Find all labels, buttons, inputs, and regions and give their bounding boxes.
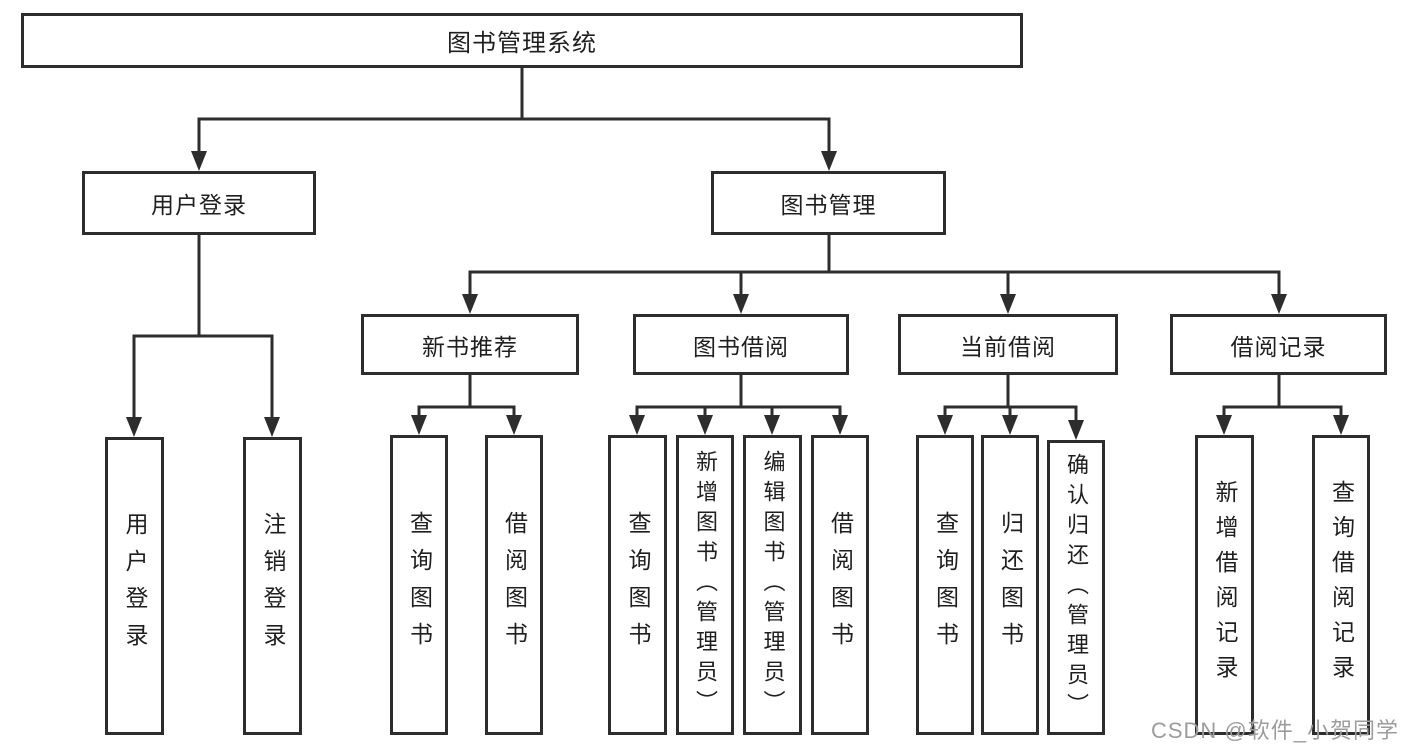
leaf-label: 确认归还（管理员） (1064, 452, 1089, 723)
leaf-query-books-current: 查询图书 (916, 435, 974, 735)
node-book-borrowing: 图书借阅 (633, 314, 849, 375)
arrowhead (506, 415, 522, 435)
leaf-label: 借阅图书 (827, 511, 854, 659)
leaf-edit-book-admin: 编辑图书（管理员） (743, 435, 802, 735)
arrowhead (1216, 415, 1232, 435)
leaf-logout: 注销登录 (243, 437, 302, 735)
leaf-query-books-borrowing: 查询图书 (608, 435, 667, 735)
leaf-query-borrow-record: 查询借阅记录 (1312, 435, 1370, 735)
arrowhead (1002, 415, 1018, 435)
leaf-borrow-books-recommend: 借阅图书 (485, 435, 543, 735)
leaf-label: 新增借阅记录 (1212, 480, 1238, 690)
leaf-return-books: 归还图书 (981, 435, 1039, 735)
arrowhead (733, 294, 749, 314)
leaf-label: 查询图书 (625, 511, 651, 659)
connector-newbooks-to-leaves (417, 375, 516, 418)
node-label: 用户登录 (151, 192, 247, 218)
node-label: 借阅记录 (1230, 333, 1327, 360)
node-label: 图书管理系统 (447, 30, 597, 57)
node-new-book-recommendation: 新书推荐 (361, 314, 579, 375)
connector-borrowing-to-leaves (635, 375, 842, 418)
leaf-label: 注销登录 (260, 512, 286, 660)
connector-root-to-level2 (197, 68, 831, 153)
leaf-user-login: 用户登录 (105, 437, 164, 735)
arrowhead (764, 415, 780, 435)
arrowhead (697, 415, 713, 435)
arrowhead (1271, 294, 1287, 314)
leaf-add-book-admin: 新增图书（管理员） (676, 435, 734, 735)
arrowhead (411, 415, 427, 435)
leaf-label: 借阅图书 (501, 511, 528, 659)
node-borrowing-records: 借阅记录 (1170, 314, 1387, 375)
arrowhead (821, 151, 837, 171)
csdn-watermark: CSDN @软件_小贺同学 (1150, 718, 1399, 743)
connector-userlogin-to-leaves (132, 235, 274, 419)
node-library-management-system: 图书管理系统 (21, 13, 1023, 68)
arrowhead (264, 417, 280, 437)
leaf-label: 查询图书 (932, 511, 959, 659)
arrowhead (462, 294, 478, 314)
leaf-confirm-return-admin: 确认归还（管理员） (1047, 440, 1105, 735)
arrowhead (191, 151, 207, 171)
node-current-borrowing: 当前借阅 (898, 314, 1118, 375)
leaf-label: 查询借阅记录 (1328, 480, 1355, 690)
node-label: 图书借阅 (693, 333, 789, 360)
node-label: 图书管理 (780, 192, 877, 218)
leaf-label: 新增图书（管理员） (693, 450, 718, 720)
arrowhead (937, 415, 953, 435)
arrowhead (832, 415, 848, 435)
leaf-borrow-books: 借阅图书 (811, 435, 869, 735)
node-label: 当前借阅 (960, 333, 1056, 360)
leaf-label: 编辑图书（管理员） (760, 450, 786, 720)
connector-bookmgmt-to-level3 (468, 235, 1281, 297)
leaf-query-books-recommend: 查询图书 (390, 435, 448, 735)
arrowhead (1000, 294, 1016, 314)
node-user-login: 用户登录 (82, 171, 316, 235)
node-book-management: 图书管理 (711, 171, 946, 235)
arrowhead (126, 417, 142, 437)
connector-current-to-leaves (943, 375, 1078, 423)
connector-records-to-leaves (1222, 375, 1343, 418)
node-label: 新书推荐 (422, 333, 518, 360)
leaf-label: 查询图书 (406, 511, 433, 659)
leaf-label: 用户登录 (122, 512, 148, 660)
leaf-add-borrow-record: 新增借阅记录 (1195, 435, 1254, 735)
leaf-label: 归还图书 (997, 511, 1024, 659)
arrowhead (1068, 420, 1084, 440)
arrowhead (629, 415, 645, 435)
arrowhead (1333, 415, 1349, 435)
